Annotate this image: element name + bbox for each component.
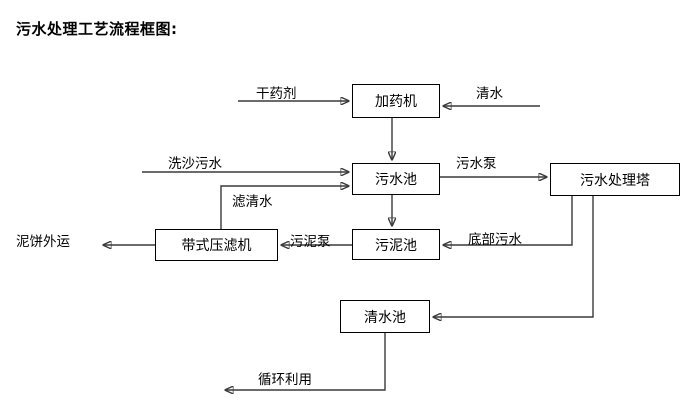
edge-label-filtered-water: 滤清水	[232, 194, 273, 210]
node-clear-water-pool-label: 清水池	[364, 309, 406, 326]
edge-filterpress-to-wastewater-pool	[220, 186, 349, 229]
node-belt-filter-press-label: 带式压滤机	[181, 238, 252, 254]
node-treatment-tower[interactable]: 污水处理塔	[550, 163, 680, 196]
node-dosing-machine[interactable]: 加药机	[352, 84, 440, 118]
node-sludge-pool-label: 污泥池	[375, 237, 417, 254]
edge-tower-to-clearwater-pool	[433, 196, 594, 317]
edge-label-sand-wash-water: 洗沙污水	[168, 156, 222, 172]
edge-label-dry-chemical: 干药剂	[256, 86, 297, 102]
page-title: 污水处理工艺流程框图:	[16, 20, 178, 38]
node-dosing-machine-label: 加药机	[375, 94, 417, 110]
node-wastewater-pool-label: 污水池	[375, 172, 417, 188]
edge-label-sewage-pump: 污水泵	[456, 156, 497, 172]
edge-label-mud-cake-out: 泥饼外运	[16, 234, 70, 250]
edge-clearwater-to-recycle	[225, 333, 386, 390]
node-clear-water-pool[interactable]: 清水池	[340, 300, 430, 333]
edge-label-recycle-reuse: 循环利用	[258, 372, 312, 388]
node-belt-filter-press[interactable]: 带式压滤机	[155, 229, 278, 261]
edge-label-sludge-pump: 污泥泵	[290, 234, 331, 250]
node-sludge-pool[interactable]: 污泥池	[352, 229, 440, 260]
edge-tower-to-sludge-pool	[443, 196, 573, 245]
edge-label-bottom-sewage: 底部污水	[468, 232, 522, 248]
node-wastewater-pool[interactable]: 污水池	[352, 163, 440, 195]
node-treatment-tower-label: 污水处理塔	[580, 172, 650, 189]
edge-label-clean-water: 清水	[476, 86, 503, 102]
